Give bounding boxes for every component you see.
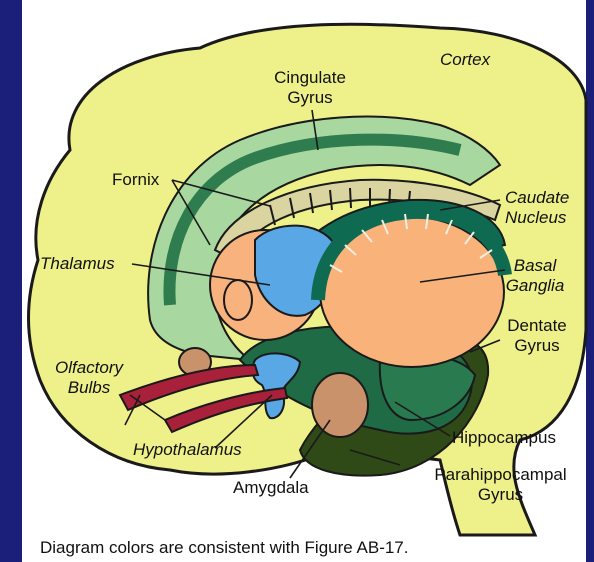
amygdala-shape [312, 373, 368, 437]
label-hypothalamus: Hypothalamus [133, 440, 242, 460]
label-cortex: Cortex [440, 50, 490, 70]
label-cingulate-line-1: Cingulate [245, 68, 375, 88]
diagram-caption: Diagram colors are consistent with Figur… [40, 538, 409, 558]
label-thalamus: Thalamus [40, 254, 115, 274]
label-amygdala: Amygdala [233, 478, 309, 498]
label-fornix: Fornix [112, 170, 159, 190]
label-basal-line-2: Ganglia [500, 276, 570, 296]
label-caudate-line-2: Nucleus [505, 208, 569, 228]
label-hippocampus: Hippocampus [452, 428, 556, 448]
label-parahippocampal-gyrus: Parahippocampal Gyrus [415, 465, 586, 505]
label-parahippocampal-line-2: Gyrus [415, 485, 586, 505]
label-olfactory-line-2: Bulbs [44, 378, 134, 398]
label-basal-ganglia: Basal Ganglia [500, 256, 570, 296]
label-olfactory-line-1: Olfactory [44, 358, 134, 378]
label-basal-line-1: Basal [500, 256, 570, 276]
label-caudate-nucleus: Caudate Nucleus [505, 188, 569, 228]
label-dentate-line-2: Gyrus [498, 336, 576, 356]
label-caudate-line-1: Caudate [505, 188, 569, 208]
label-dentate-line-1: Dentate [498, 316, 576, 336]
label-parahippocampal-line-1: Parahippocampal [415, 465, 586, 485]
label-dentate-gyrus: Dentate Gyrus [498, 316, 576, 356]
label-olfactory-bulbs: Olfactory Bulbs [44, 358, 134, 398]
label-cingulate-gyrus: Cingulate Gyrus [245, 68, 375, 108]
label-cingulate-line-2: Gyrus [245, 88, 375, 108]
